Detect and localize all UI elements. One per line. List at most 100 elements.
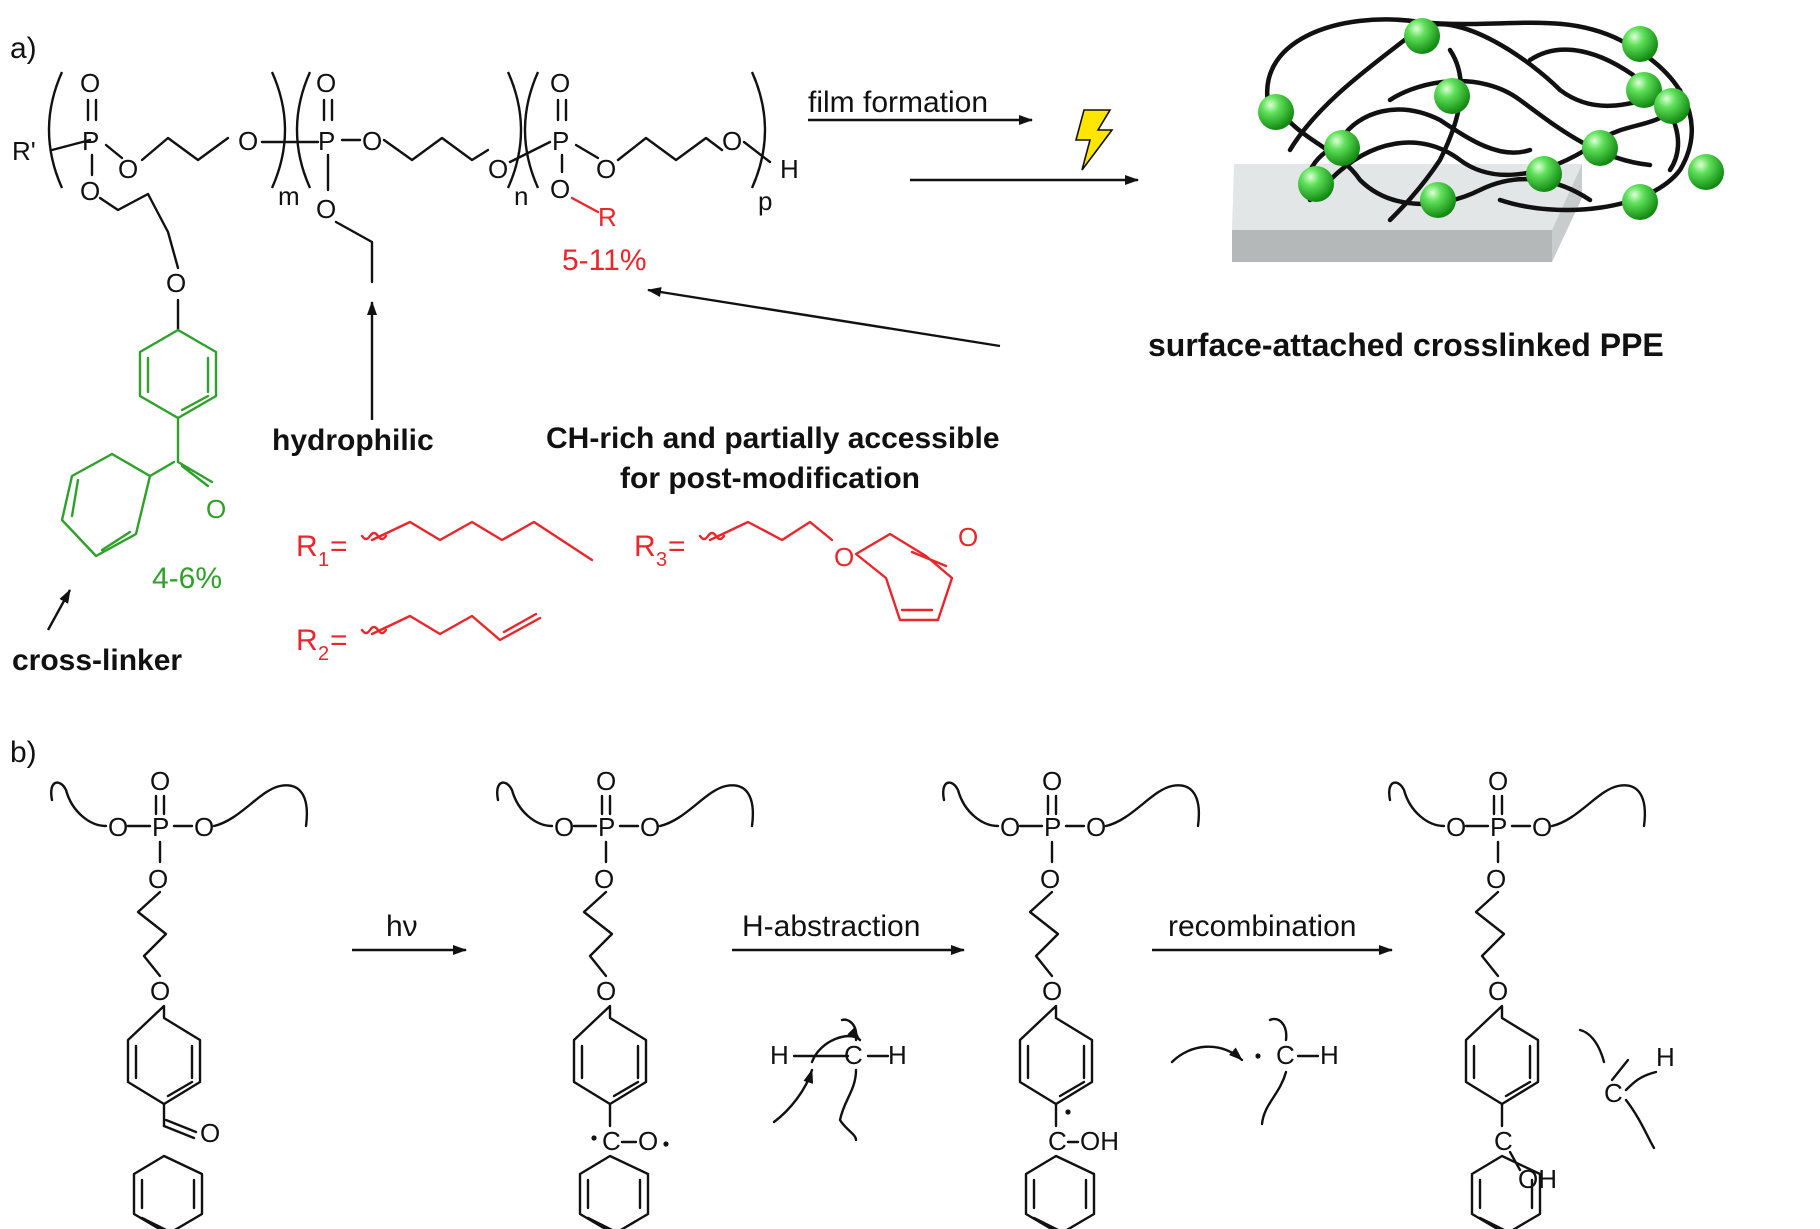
bond-rprime-p [50,138,92,152]
paren-open-1 [47,71,64,189]
atom-o-down: O [148,864,168,894]
bond-p2-o-double [322,98,334,122]
backbone-right [1550,784,1647,828]
paren-close-m [270,71,287,189]
atom-c: C [1048,1126,1067,1156]
svg-text:C: C [1276,1040,1295,1070]
bond-p-o-double [1492,794,1504,816]
sphere [1404,18,1440,54]
bond-p3-o-double [556,98,568,122]
sphere [1420,182,1456,218]
bond-o-r [570,196,600,214]
bond-linker [582,890,614,978]
svg-text:O: O [834,542,854,572]
sphere [1688,154,1724,190]
radical-annotations-3: C H [1170,1017,1339,1126]
bond-linker [1028,890,1060,978]
atom-o-left: O [108,812,128,842]
backbone-right [658,784,755,828]
subscript-m: m [278,181,300,211]
bond-ethyl [334,220,374,284]
ch-rich-line2: for post-modification [620,462,920,495]
atom-p: P [1490,812,1507,842]
bond-chain3 [616,136,724,162]
bond-p-o-double [154,794,166,816]
svg-text:H: H [1320,1040,1339,1070]
atom-p3: P [552,126,569,156]
bond-linker [1474,890,1506,978]
r3-definition: R 3 = O O [634,520,978,622]
paren-close-n [506,71,523,189]
atom-o-ether: O [150,976,170,1006]
panel-a-label: a) [10,32,37,65]
atom-o-right: O [194,812,214,842]
arrow-crosslinker [46,589,72,631]
ring-lower [578,1154,650,1229]
benzophenone-ring-bottom [60,452,152,558]
subscript-p: p [758,186,772,216]
bond-p-o-double [1046,794,1058,816]
paren-open-2 [295,71,312,189]
lightning-icon [1074,109,1114,171]
atom-o-top: O [596,766,616,796]
radical-dot [663,1141,669,1147]
atom-o-p3-right: O [596,154,616,184]
radical-dot [591,1135,597,1141]
atom-o-right: O [640,812,660,842]
svg-text:2: 2 [318,643,329,665]
svg-text:=: = [330,530,348,563]
svg-text:C: C [844,1040,863,1070]
backbone-left [1388,781,1446,828]
ring-lower [1024,1154,1096,1229]
atom-p1: P [82,126,99,156]
sphere [1258,94,1294,130]
recombined-annotations-4: C H [1578,1028,1675,1150]
bond-c-o-double [162,1118,198,1140]
svg-text:R: R [296,624,318,657]
atom-o-top: O [150,766,170,796]
hydrophilic-label: hydrophilic [272,424,434,457]
atom-o-down: O [1486,864,1506,894]
atom-o-ether: O [166,268,186,298]
backbone-left [942,781,1000,828]
bond-chain1 [140,136,230,162]
atom-o-p2-down: O [316,194,336,224]
atom-o-down: O [1040,864,1060,894]
svg-text:=: = [330,624,348,657]
atom-o-right: O [1086,812,1106,842]
backbone-left [496,781,554,828]
atom-o-ketone: O [200,1118,220,1148]
backbone-left [50,781,108,828]
bond-p1-o-double [86,98,98,122]
svg-text:H: H [888,1040,907,1070]
atom-o-right: O [1532,812,1552,842]
ring-upper [1018,1004,1094,1106]
sphere [1626,72,1662,108]
bond-p-o-double [600,794,612,816]
percent-r: 5-11% [562,244,647,277]
svg-text:R: R [296,530,318,563]
atom-o-p1-top: O [80,68,100,98]
svg-text:O: O [958,522,978,552]
atom-o-radical: O [638,1126,658,1156]
atom-o-ether: O [1488,976,1508,1006]
benzophenone-ring-top [138,328,218,420]
atom-o-top: O [1488,766,1508,796]
surface-label: surface-attached crosslinked PPE [1148,327,1664,363]
atom-oh: OH [1080,1126,1119,1156]
radical-annotations-2: H C H [770,1018,907,1142]
bond-chain2 [382,136,490,162]
atom-c: C [602,1126,621,1156]
backbone-right [1104,784,1201,828]
atom-o-top: O [1042,766,1062,796]
sphere [1622,26,1658,62]
bond-p3-right [574,143,600,160]
atom-p: P [152,812,169,842]
sphere [1654,88,1690,124]
atom-o-p1-right: O [118,154,138,184]
atom-p: P [598,812,615,842]
bond-crosslinker-chain [98,192,180,270]
atom-o-chain3: O [722,126,742,156]
